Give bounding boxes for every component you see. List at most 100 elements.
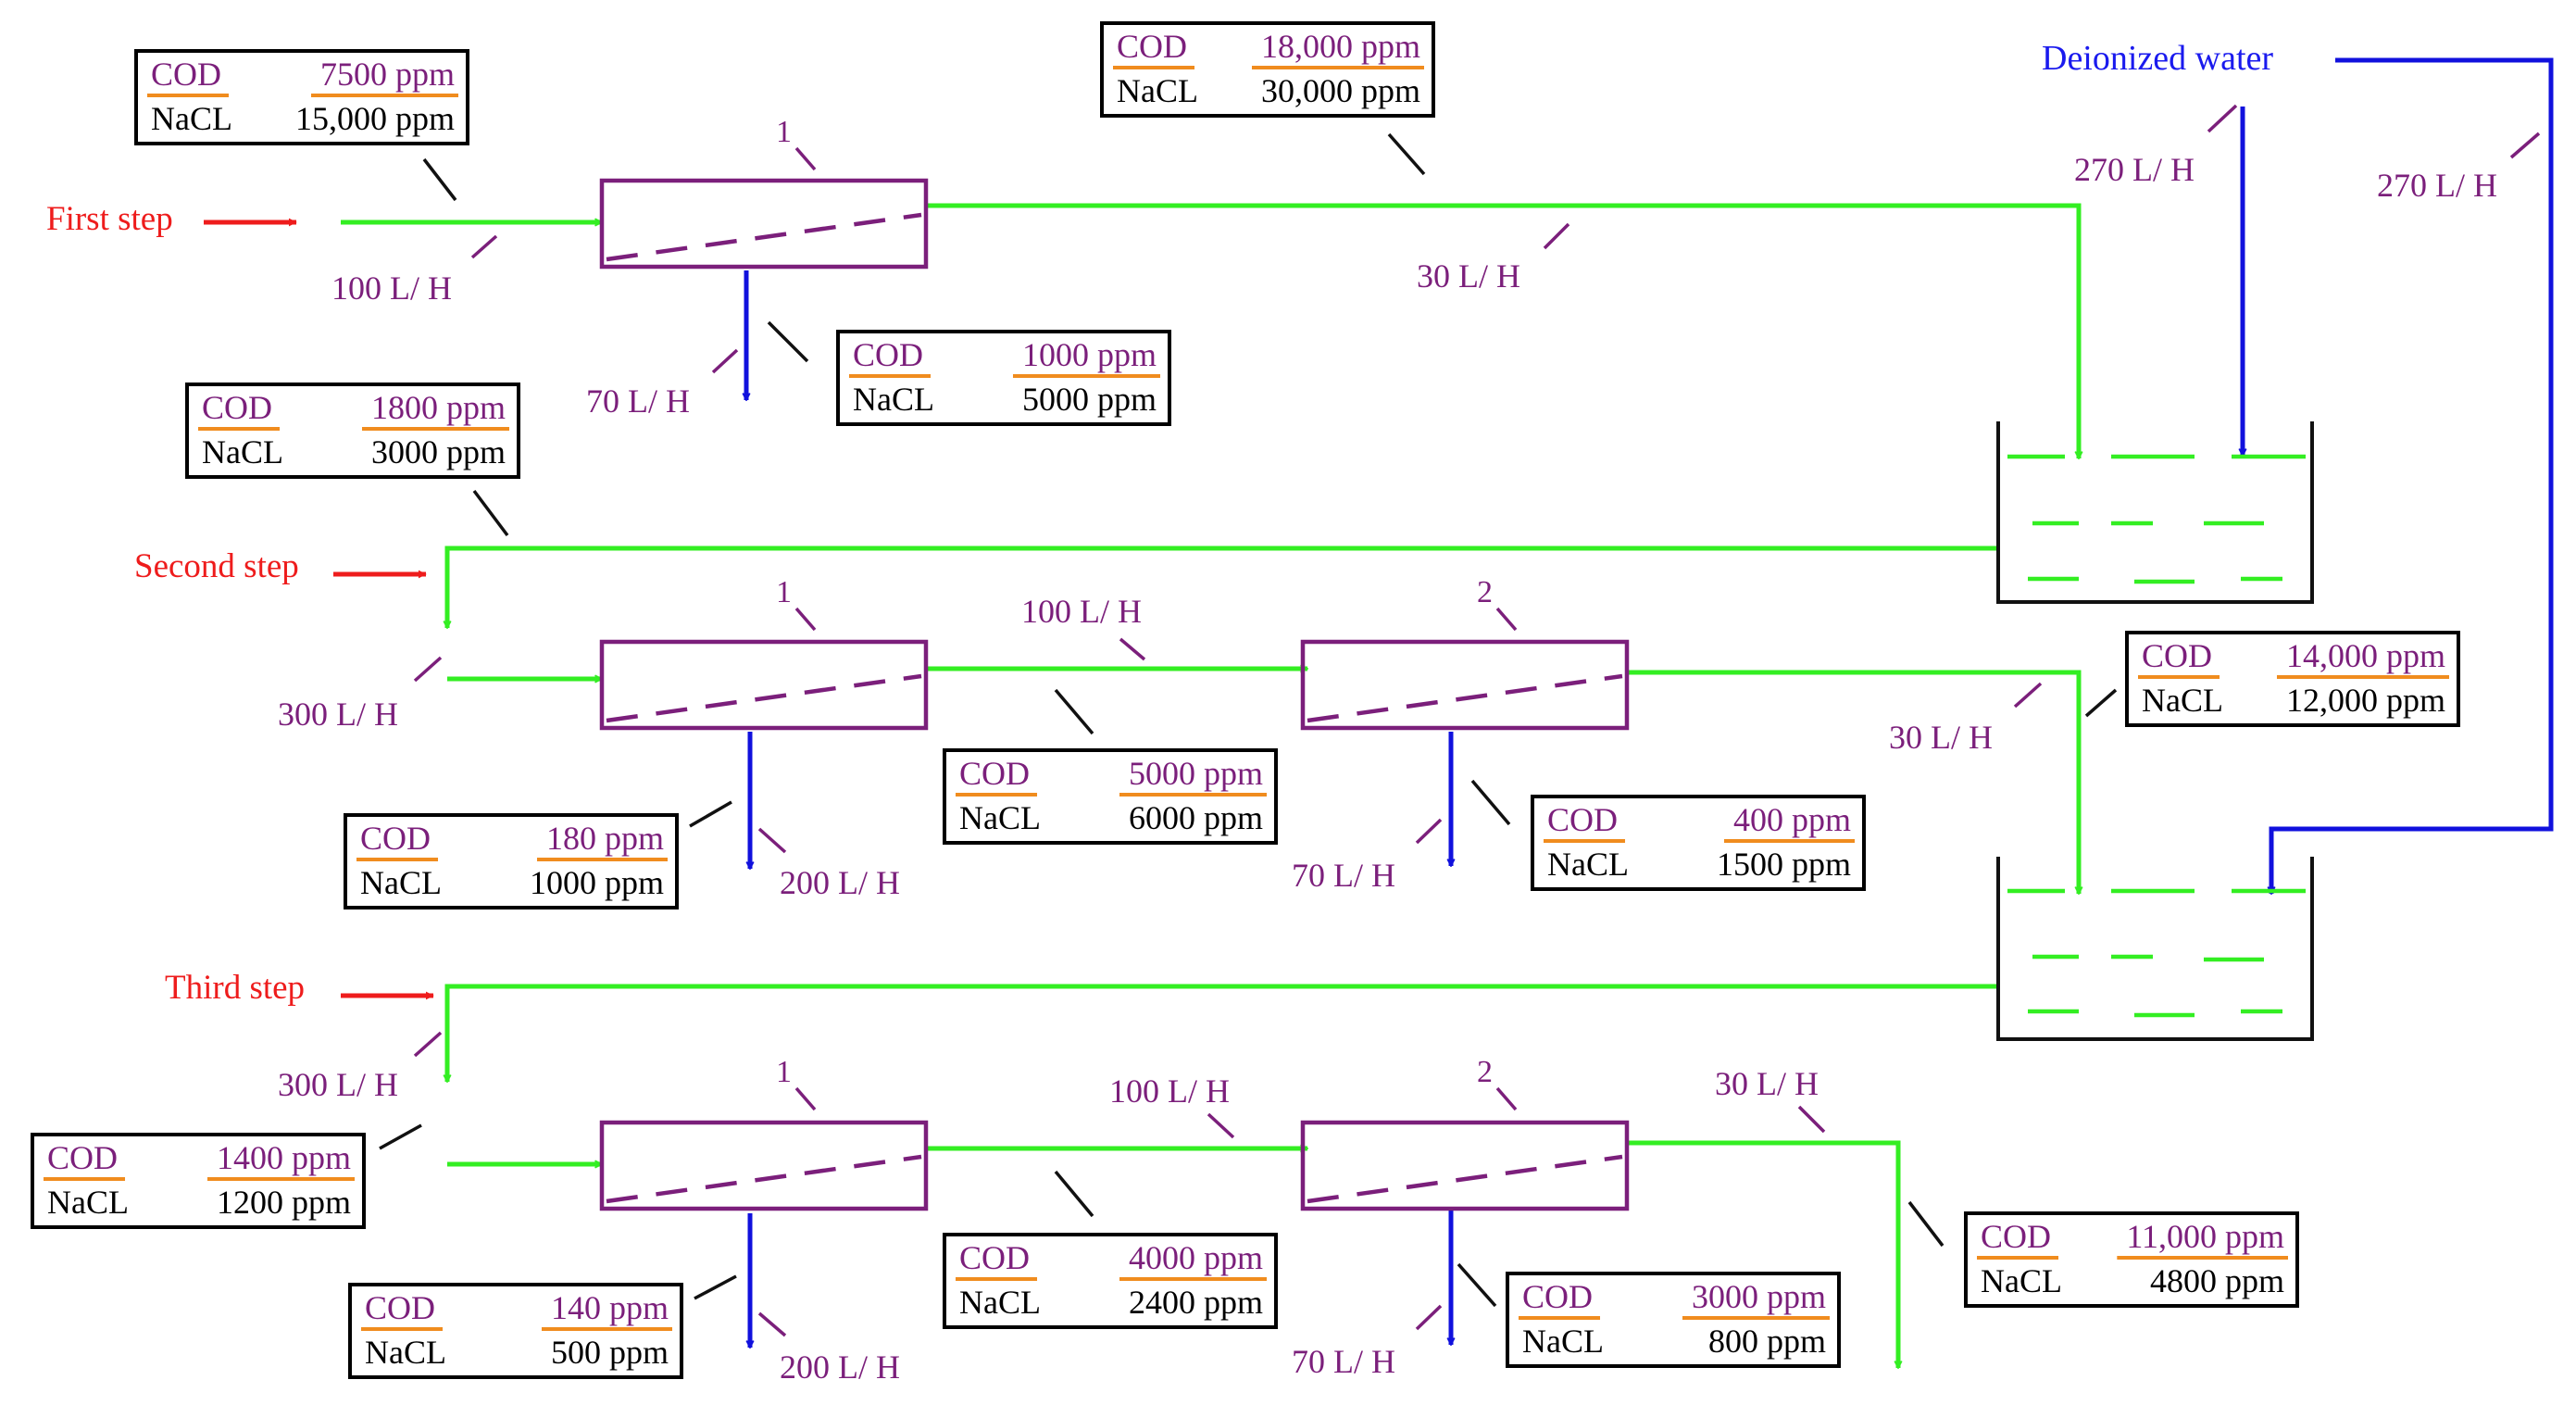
cod-value: 140 ppm xyxy=(551,1289,669,1326)
nacl-value: 1000 ppm xyxy=(530,864,664,901)
cod-value: 400 ppm xyxy=(1733,801,1851,838)
unit-number-3: 2 xyxy=(1477,575,1493,609)
unit-number-1: 1 xyxy=(776,115,792,149)
nacl-label: NaCL xyxy=(1547,846,1629,883)
cod-value: 1000 ppm xyxy=(1022,336,1157,373)
cod-label: COD xyxy=(360,820,431,857)
nacl-value: 1500 ppm xyxy=(1717,846,1851,883)
flow-rate-label: 70 L/ H xyxy=(586,383,690,420)
nacl-label: NaCL xyxy=(360,864,442,901)
cod-label: COD xyxy=(365,1289,435,1326)
cod-value: 14,000 ppm xyxy=(2286,637,2445,674)
nacl-label: NaCL xyxy=(853,381,934,418)
flow-rate-label: 70 L/ H xyxy=(1292,857,1395,894)
cod-value: 1800 ppm xyxy=(371,389,506,426)
flow-rate-label: 200 L/ H xyxy=(780,1349,900,1386)
flow-rate-label: 270 L/ H xyxy=(2377,167,2497,204)
nacl-label: NaCL xyxy=(47,1184,129,1221)
cod-value: 4000 ppm xyxy=(1129,1239,1263,1276)
cod-label: COD xyxy=(959,755,1030,792)
membrane-unit-step1 xyxy=(599,178,929,270)
cod-label: COD xyxy=(1981,1218,2051,1255)
flow-rate-label: 300 L/ H xyxy=(278,1066,398,1103)
blue-flows xyxy=(746,57,2554,1348)
cod-value: 180 ppm xyxy=(546,820,664,857)
nacl-value: 12,000 ppm xyxy=(2286,682,2445,719)
nacl-label: NaCL xyxy=(202,433,283,470)
concentrate-line-step1 xyxy=(926,203,2079,458)
flow-rate-label: 100 L/ H xyxy=(1021,593,1142,630)
nacl-label: NaCL xyxy=(151,100,232,137)
nacl-value: 30,000 ppm xyxy=(1261,72,1420,109)
flow-rate-label: 200 L/ H xyxy=(780,864,900,901)
dw-line-tank2 xyxy=(2271,57,2554,894)
flow-rate-label: 30 L/ H xyxy=(1715,1065,1819,1102)
nacl-value: 3000 ppm xyxy=(371,433,506,470)
cod-value: 1400 ppm xyxy=(217,1139,351,1176)
nacl-value: 800 ppm xyxy=(1708,1323,1826,1360)
unit-number-ticks xyxy=(794,146,1518,1111)
membrane-unit-step3-1 xyxy=(599,1120,929,1211)
feed-line-step2 xyxy=(444,546,2000,625)
nacl-value: 2400 ppm xyxy=(1129,1284,1263,1321)
nacl-value: 5000 ppm xyxy=(1022,381,1157,418)
unit-number-2: 1 xyxy=(776,575,792,609)
cod-label: COD xyxy=(1522,1278,1593,1315)
cod-value: 18,000 ppm xyxy=(1261,28,1420,65)
step-arrows xyxy=(204,218,434,1000)
cod-value: 11,000 ppm xyxy=(2126,1218,2284,1255)
second-step-label: Second step xyxy=(134,547,299,585)
flow-rate-label: 270 L/ H xyxy=(2074,151,2195,188)
concentrate-line-step3 xyxy=(1627,1140,1898,1368)
flow-rate-label: 70 L/ H xyxy=(1292,1343,1395,1380)
mixing-tank-2 xyxy=(1996,857,2314,1041)
nacl-value: 4800 ppm xyxy=(2150,1262,2284,1299)
cod-label: COD xyxy=(959,1239,1030,1276)
nacl-value: 6000 ppm xyxy=(1129,799,1263,836)
first-step-label: First step xyxy=(46,200,173,238)
flow-rate-label: 30 L/ H xyxy=(1417,257,1520,295)
membrane-unit-step2-1 xyxy=(599,639,929,731)
nacl-label: NaCL xyxy=(365,1334,446,1371)
membrane-unit-step2-2 xyxy=(1300,639,1630,731)
cod-label: COD xyxy=(2142,637,2212,674)
flow-rate-label: 100 L/ H xyxy=(1109,1073,1230,1110)
cod-value: 7500 ppm xyxy=(320,56,455,93)
flow-rate-label: 100 L/ H xyxy=(331,270,452,307)
nacl-value: 15,000 ppm xyxy=(295,100,455,137)
third-step-label: Third step xyxy=(165,969,305,1007)
cod-value: 5000 ppm xyxy=(1129,755,1263,792)
cod-label: COD xyxy=(151,56,221,93)
nacl-label: NaCL xyxy=(1117,72,1198,109)
cod-label: COD xyxy=(853,336,923,373)
cod-label: COD xyxy=(1117,28,1187,65)
nacl-label: NaCL xyxy=(959,799,1041,836)
deionized-water-label: Deionized water xyxy=(2042,39,2273,78)
nacl-label: NaCL xyxy=(959,1284,1041,1321)
membrane-units xyxy=(599,178,1630,1211)
concentrate-line-step2 xyxy=(1627,670,2079,894)
mixing-tank-1 xyxy=(1996,421,2314,604)
cod-value: 3000 ppm xyxy=(1692,1278,1826,1315)
flow-rate-label: 30 L/ H xyxy=(1889,719,1993,756)
box-pointers xyxy=(379,132,2118,1308)
nacl-label: NaCL xyxy=(2142,682,2223,719)
green-flows xyxy=(341,203,2079,1368)
unit-number-5: 2 xyxy=(1477,1055,1493,1089)
nacl-value: 1200 ppm xyxy=(217,1184,351,1221)
flow-ticks xyxy=(413,104,2541,1337)
